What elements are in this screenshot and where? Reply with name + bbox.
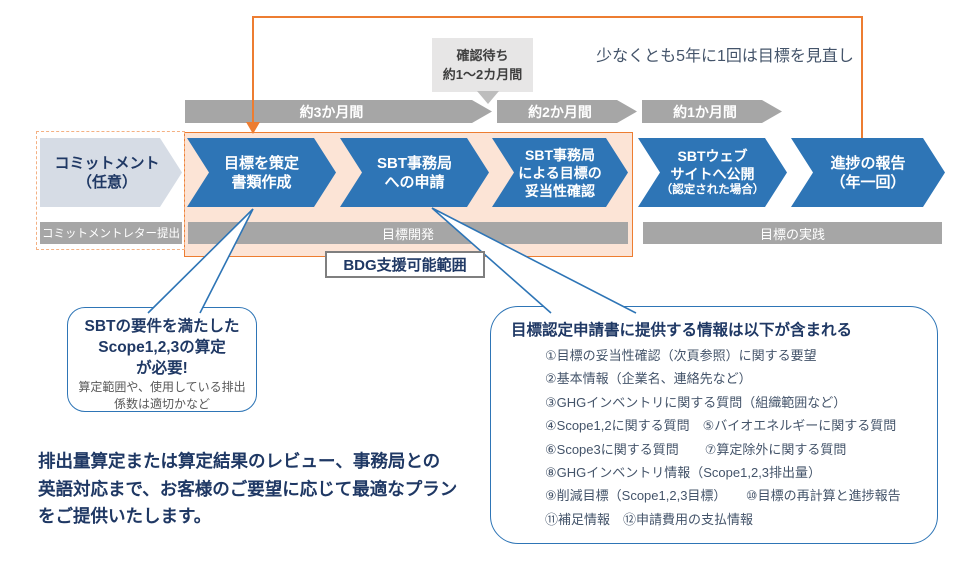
review-cycle-arrowhead-icon bbox=[246, 122, 260, 134]
service-note-line: をご提供いたします。 bbox=[38, 506, 212, 526]
scope-calculation-callout: SBTの要件を満たした Scope1,2,3の算定 が必要! 算定範囲や、使用し… bbox=[67, 307, 257, 412]
duration-label: 約1か月間 bbox=[673, 103, 737, 120]
step-commitment: コミットメント （任意） bbox=[40, 138, 182, 207]
application-info-item: ⑥Scope3に関する質問 ⑦算定除外に関する質問 bbox=[545, 441, 847, 457]
phase-label: コミットメントレター提出 bbox=[42, 228, 180, 240]
duration-arrow-3-months: 約3か月間 bbox=[185, 100, 492, 123]
service-note-line: 排出量算定または算定結果のレビュー、事務局との bbox=[38, 451, 441, 471]
step-progress-report: 進捗の報告 （年一回） bbox=[791, 138, 945, 207]
step-label: 書類作成 bbox=[231, 173, 292, 191]
waiting-period-line2: 約1～2カ月間 bbox=[442, 67, 523, 82]
phase-bar-target-practice: 目標の実践 bbox=[643, 222, 942, 244]
step-label: 妥当性確認 bbox=[525, 182, 595, 199]
step-publish-on-sbt-website: SBTウェブ サイトへ公開 （認定された場合） bbox=[638, 138, 787, 207]
callout-sub-line: 係数は適切かなど bbox=[113, 396, 210, 411]
callout-title-line: が必要! bbox=[136, 360, 188, 377]
phase-bar-commitment-letter: コミットメントレター提出 bbox=[40, 222, 182, 244]
bdg-scope-label: BDG支援可能範囲 bbox=[325, 251, 485, 278]
step-label: SBT事務局 bbox=[525, 146, 595, 163]
review-cycle-line-top bbox=[253, 16, 863, 18]
step-label: 目標を策定 bbox=[223, 154, 299, 172]
duration-arrow-2-months: 約2か月間 bbox=[497, 100, 637, 123]
phase-label: 目標開発 bbox=[381, 226, 434, 242]
service-note-line: 英語対応まで、お客様のご要望に応じて最適なプラン bbox=[38, 478, 458, 499]
waiting-period-pointer-icon bbox=[477, 91, 499, 104]
phase-label: 目標の実践 bbox=[759, 226, 825, 242]
duration-label: 約3か月間 bbox=[299, 103, 364, 120]
step-label: SBTウェブ bbox=[677, 148, 748, 164]
step-validation-by-sbt-office: SBT事務局 による目標の 妥当性確認 bbox=[492, 138, 628, 207]
duration-label: 約2か月間 bbox=[528, 103, 592, 120]
service-note: 排出量算定または算定結果のレビュー、事務局との 英語対応まで、お客様のご要望に応… bbox=[38, 448, 478, 531]
step-label: コミットメント bbox=[54, 154, 160, 172]
callout-title-line: Scope1,2,3の算定 bbox=[98, 339, 226, 356]
step-label: （年一回） bbox=[830, 173, 906, 191]
step-label: による目標の bbox=[518, 164, 602, 181]
callout-sub-line: 算定範囲や、使用している排出 bbox=[78, 380, 246, 394]
application-info-item: ③GHGインベントリに関する質問（組織範囲など） bbox=[545, 394, 847, 410]
duration-arrow-1-month: 約1か月間 bbox=[642, 100, 782, 123]
application-info-item: ①目標の妥当性確認（次頁参照）に関する要望 bbox=[545, 348, 817, 363]
step-label: 進捗の報告 bbox=[830, 154, 906, 172]
commitment-optional-dashed-box bbox=[36, 131, 185, 250]
application-info-title: 目標認定申請書に提供する情報は以下が含まれる bbox=[511, 322, 853, 339]
application-info-item: ⑨削減目標（Scope1,2,3目標） ⑩目標の再計算と進捗報告 bbox=[545, 488, 901, 504]
step-set-targets: 目標を策定 書類作成 bbox=[187, 138, 336, 207]
application-info-callout: 目標認定申請書に提供する情報は以下が含まれる ①目標の妥当性確認（次頁参照）に関… bbox=[490, 306, 938, 544]
phase-bar-target-development: 目標開発 bbox=[188, 222, 628, 244]
step-label: （任意） bbox=[76, 173, 137, 191]
application-info-item: ⑧GHGインベントリ情報（Scope1,2,3排出量） bbox=[545, 465, 822, 481]
application-info-item: ⑪補足情報 ⑫申請費用の支払情報 bbox=[545, 511, 754, 527]
application-info-item: ②基本情報（企業名、連絡先など） bbox=[545, 371, 752, 387]
review-cycle-line-left bbox=[252, 16, 254, 123]
waiting-period-line1: 確認待ち bbox=[456, 48, 509, 63]
step-label: サイトへ公開 bbox=[670, 166, 755, 182]
application-info-item: ④Scope1,2に関する質問 ⑤バイオエネルギーに関する質問 bbox=[545, 418, 897, 434]
review-cycle-note: 少なくとも5年に1回は目標を見直し bbox=[596, 48, 854, 65]
step-label: SBT事務局 bbox=[376, 154, 452, 172]
step-apply-to-sbt-office: SBT事務局 への申請 bbox=[340, 138, 489, 207]
step-sublabel: （認定された場合） bbox=[660, 184, 765, 196]
step-label: への申請 bbox=[384, 173, 445, 191]
review-cycle-line-right bbox=[861, 16, 863, 138]
callout-title-line: SBTの要件を満たした bbox=[84, 318, 240, 335]
waiting-period-callout: 確認待ち 約1～2カ月間 bbox=[432, 38, 533, 92]
